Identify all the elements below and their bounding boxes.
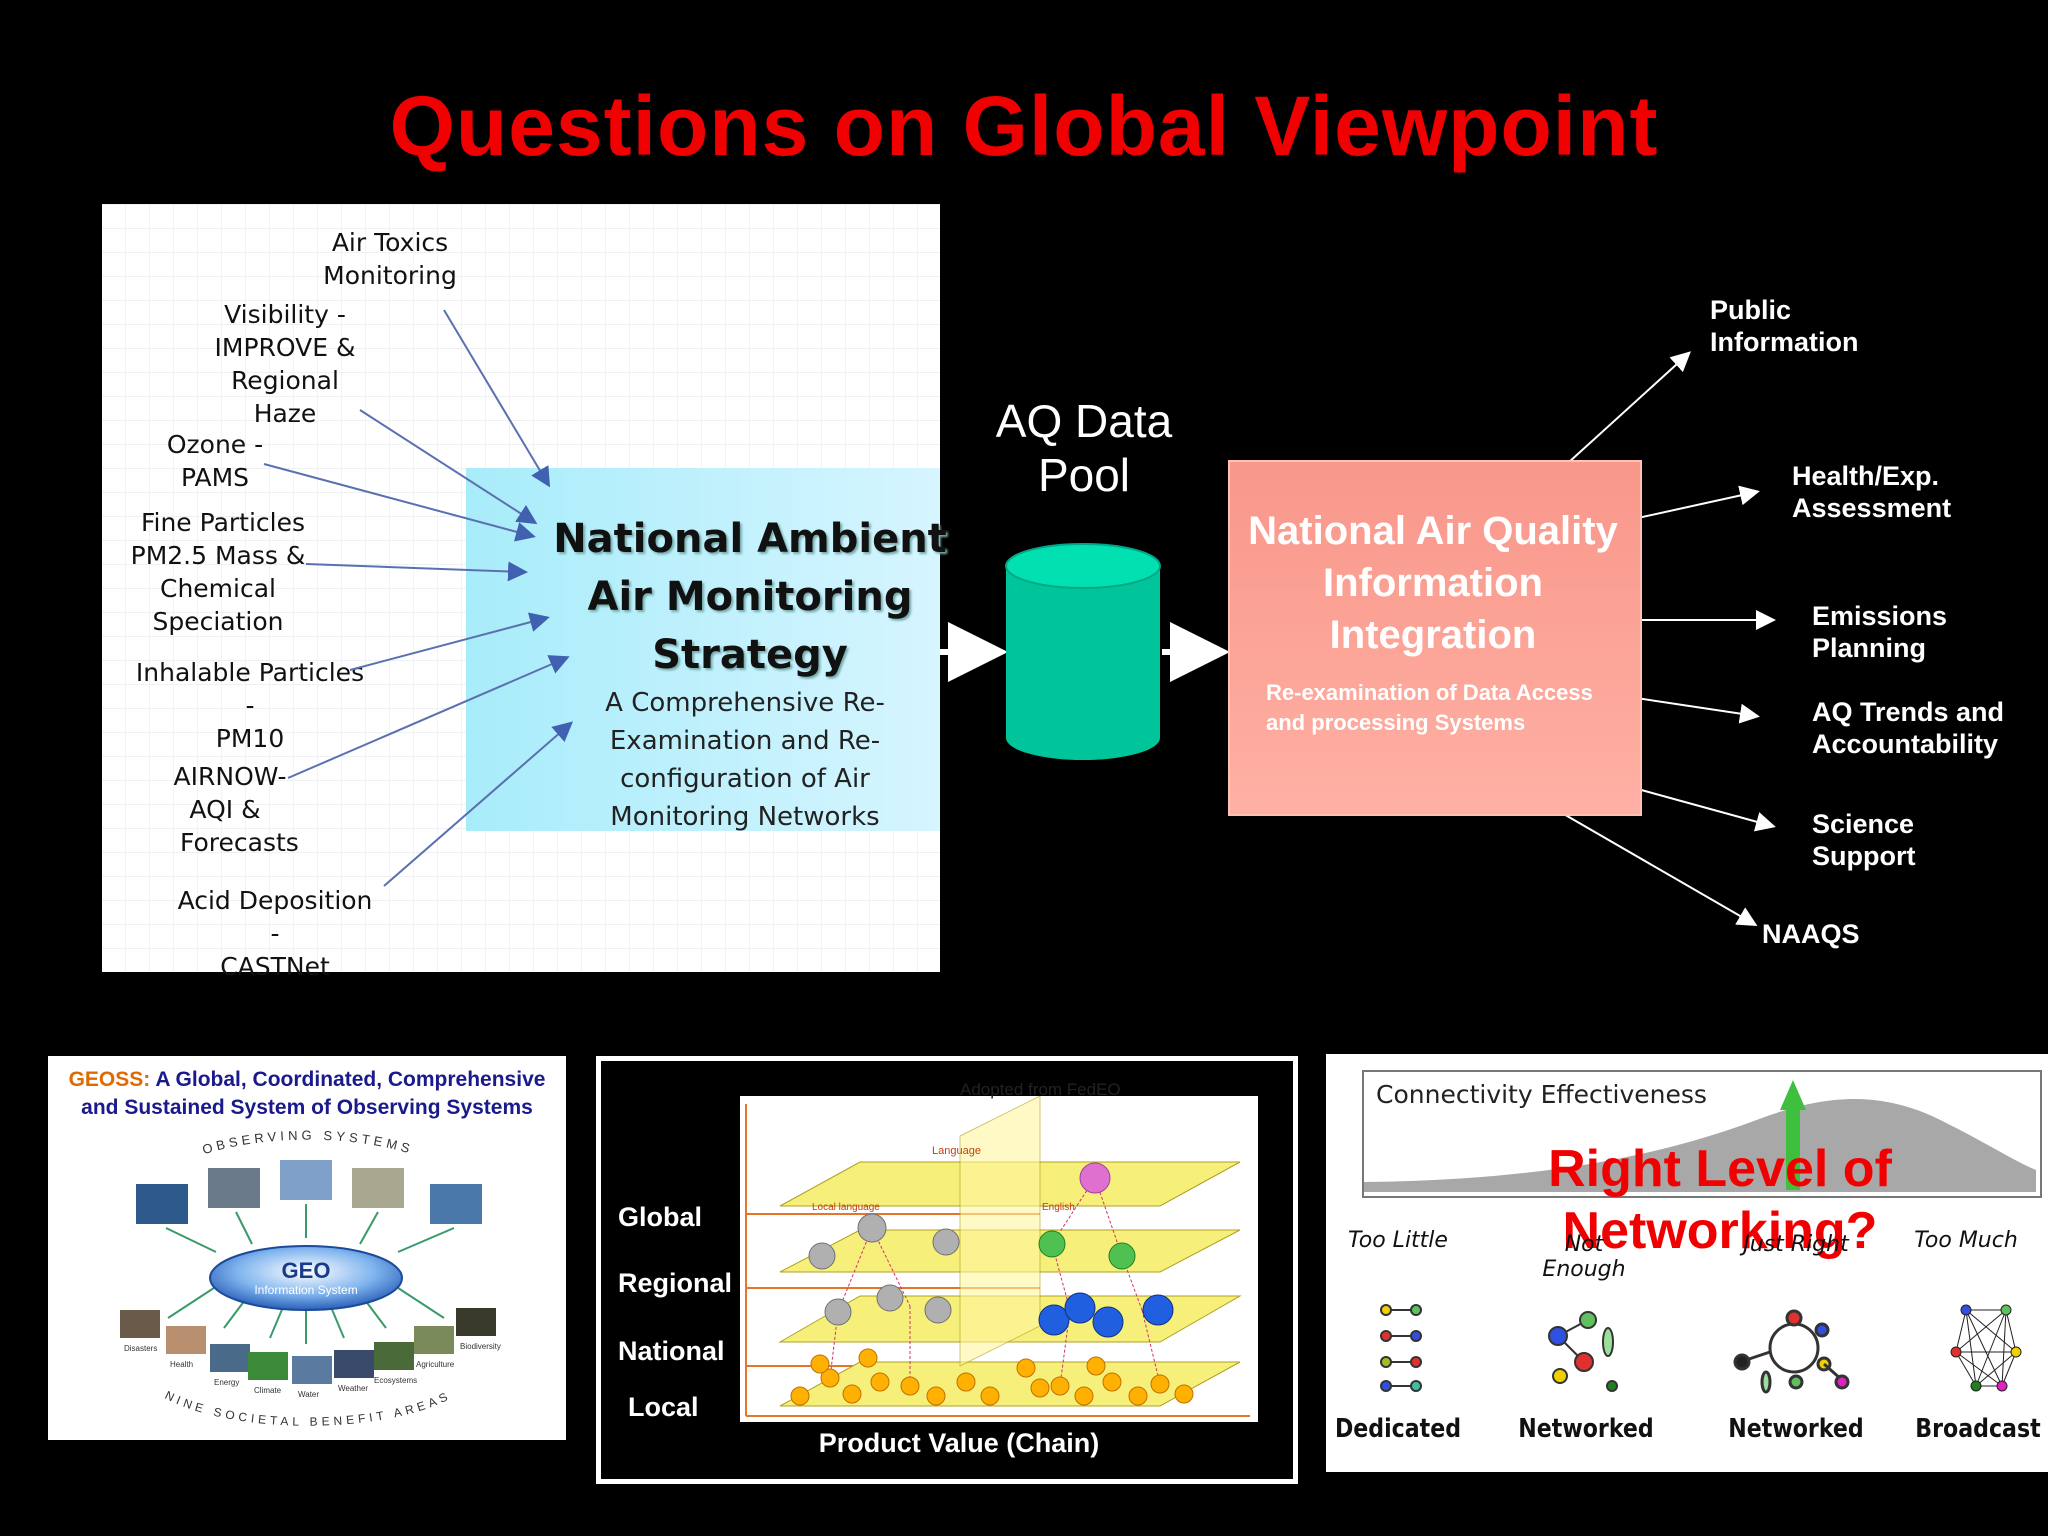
source-visibility: Visibility - IMPROVE & Regional Haze — [190, 298, 380, 430]
arrow-visibility — [359, 409, 538, 525]
benefit-area-thumbnails — [120, 1308, 496, 1384]
level-local: Local — [628, 1392, 699, 1422]
source-name: Air Toxics — [331, 228, 449, 257]
integration-title: National Air Quality Information Integra… — [1248, 509, 1618, 657]
benefit-area-label: Agriculture — [416, 1360, 455, 1369]
node-global — [1079, 1162, 1111, 1194]
geoss-title: GEOSS: A Global, Coordinated, Comprehens… — [60, 1066, 554, 1122]
benefit-area-label: Disasters — [124, 1344, 157, 1353]
strategy-box — [466, 468, 940, 831]
caption-networked-b: Networked — [1728, 1414, 1864, 1444]
arrow-inhalable — [349, 612, 550, 671]
chain-english-label: English — [1042, 1202, 1075, 1213]
benefit-area-label: Water — [298, 1390, 319, 1399]
level-too-much: Too Much — [1914, 1228, 2018, 1253]
benefit-area-label: Biodiversity — [460, 1342, 501, 1351]
caption-broadcast: Broadcast — [1915, 1414, 2041, 1444]
level-regional: Regional — [618, 1268, 733, 1298]
benefit-area-label: Health — [170, 1360, 193, 1369]
output-health-assessment: Health/Exp. Assessment — [1792, 461, 1952, 523]
networked-topology-a — [1548, 1311, 1618, 1392]
data-pool-cylinder — [1005, 543, 1161, 760]
connectivity-title: Connectivity Effectiveness — [1376, 1080, 1707, 1109]
source-detail: CASTNet — [220, 952, 330, 981]
strategy-title: National Ambient Air Monitoring Strategy — [553, 516, 947, 678]
just-right-marker — [1786, 1104, 1800, 1190]
output-aq-trends: AQ Trends and Accountability — [1812, 697, 2005, 759]
level-global: Global — [618, 1202, 703, 1232]
geoss-diagram: OBSERVING SYSTEMS GEO Information System… — [120, 1128, 501, 1429]
arrow-airnow — [287, 655, 570, 779]
arrow-ozone — [263, 463, 536, 542]
benefit-area-label: Ecosystems — [374, 1376, 417, 1385]
source-airnow: AIRNOW- AQI & Forecasts — [173, 762, 299, 857]
source-detail: PM10 — [215, 724, 285, 753]
chain-x-label: Product Value (Chain) — [818, 1428, 1100, 1458]
source-name: Ozone — [166, 430, 247, 459]
level-not-enough: Not Enough — [1542, 1232, 1626, 1282]
connectivity-curve — [1364, 1080, 2036, 1192]
output-emissions-planning: Emissions Planning — [1812, 601, 1948, 663]
integration-subtitle: Re-examination of Data Access and proces… — [1266, 680, 1593, 735]
networked-topology-b — [1733, 1309, 1850, 1394]
caption-dedicated: Dedicated — [1334, 1414, 1462, 1444]
source-name: Inhalable Particles — [135, 658, 365, 687]
arrow-fine-particles — [305, 561, 528, 582]
slide-title: Questions on Global Viewpoint — [389, 79, 1659, 173]
source-ozone: Ozone - PAMS — [150, 428, 280, 494]
strategy-subtitle: A Comprehensive Re-Examination and Re-co… — [605, 688, 885, 832]
observing-system-thumbnails — [136, 1160, 482, 1224]
benefit-area-label: Climate — [254, 1386, 282, 1395]
geo-center-label: Information System — [254, 1283, 357, 1297]
source-detail: PAMS — [180, 463, 250, 492]
chain-local-language-label: Local language — [812, 1202, 880, 1213]
data-pool-label: AQ Data Pool — [995, 395, 1173, 501]
geo-information-system — [209, 1245, 403, 1311]
output-science-support: Science Support — [1812, 809, 1916, 871]
geoss-title-text: A Global, Coordinated, Comprehensive and… — [81, 1068, 546, 1119]
source-name: Fine Particles — [140, 508, 306, 537]
source-name: AIRNOW — [173, 762, 278, 791]
source-detail: PM2.5 Mass & Chemical Speciation — [130, 541, 306, 636]
benefit-area-label: Energy — [214, 1378, 239, 1387]
level-just-right: Just Right — [1743, 1232, 1849, 1257]
caption-networked-a: Networked — [1518, 1414, 1654, 1444]
geoss-arc-top: OBSERVING SYSTEMS — [201, 1128, 412, 1157]
chain-language-label: Language — [932, 1145, 981, 1157]
integration-box — [1228, 460, 1642, 816]
source-detail: Monitoring — [323, 261, 457, 290]
output-public-information: Public Information — [1710, 295, 1859, 357]
layered-network-figure: Language Local language English — [745, 1096, 1250, 1417]
geoss-highlight: GEOSS: — [68, 1068, 151, 1091]
source-air-toxics: Air Toxics Monitoring — [300, 226, 480, 292]
source-fine-particles: Fine Particles PM2.5 Mass & Chemical Spe… — [118, 506, 328, 638]
level-too-little: Too Little — [1348, 1228, 1448, 1253]
source-detail: IMPROVE & Regional Haze — [214, 333, 356, 428]
geo-logo: GEO — [282, 1258, 331, 1283]
level-national: National — [618, 1336, 725, 1366]
source-acid-deposition: Acid Deposition - CASTNet — [170, 884, 380, 983]
arrow-air-toxics — [443, 309, 551, 488]
source-name: Visibility — [224, 300, 329, 329]
adopted-note: Adopted from FedEO — [960, 1080, 1121, 1099]
svg-text:OBSERVING SYSTEMS: OBSERVING SYSTEMS — [201, 1128, 416, 1157]
source-inhalable-particles: Inhalable Particles - PM10 — [130, 656, 370, 755]
arrow-naaqs — [1535, 797, 1758, 927]
benefit-area-label: Weather — [338, 1384, 368, 1393]
dedicated-topology — [1380, 1304, 1422, 1392]
network-topologies — [1380, 1304, 2022, 1394]
source-name: Acid Deposition — [177, 886, 373, 915]
networking-question: Right Level of Networking? — [1548, 1140, 1892, 1260]
broadcast-topology — [1950, 1304, 2022, 1392]
arrow-acid-deposition — [383, 721, 574, 887]
output-naaqs: NAAQS — [1762, 919, 1860, 949]
